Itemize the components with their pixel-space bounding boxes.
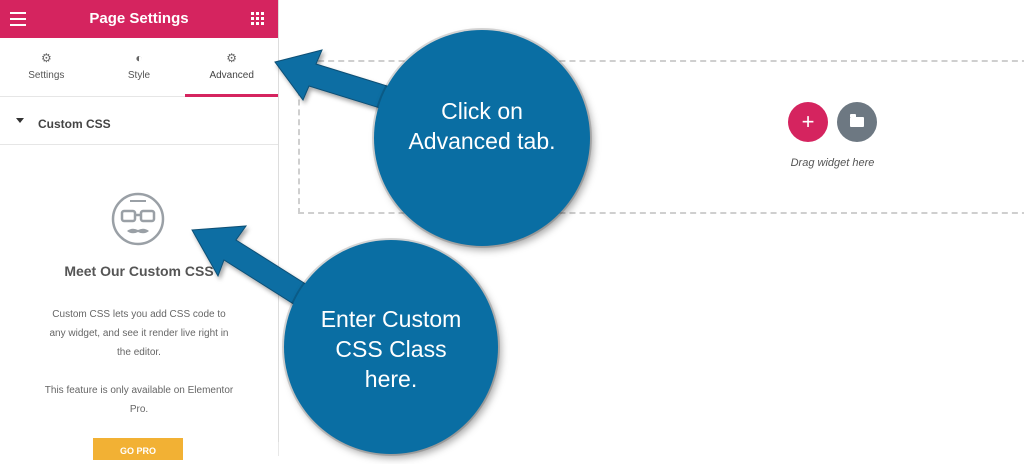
go-pro-button[interactable]: GO PRO (93, 438, 183, 460)
promo-headline: Meet Our Custom CSS (64, 263, 214, 279)
gear-icon: ⚙ (226, 51, 238, 65)
widget-dropzone[interactable] (298, 60, 1024, 214)
tab-advanced-label: Advanced (209, 70, 254, 81)
tab-settings[interactable]: ⚙ Settings (0, 38, 93, 96)
callout-1-line-2: Advanced tab. (408, 128, 556, 154)
settings-tabs: ⚙ Settings ◐ Style ⚙ Advanced (0, 38, 278, 97)
section-title: Custom CSS (38, 117, 111, 131)
callout-2-line-3: here. (364, 366, 418, 392)
tab-settings-label: Settings (28, 70, 65, 81)
callout-advanced-tab: Click on Advanced tab. (374, 30, 590, 246)
sidebar-header: Page Settings (0, 0, 278, 38)
nerd-face-icon (111, 192, 165, 246)
widgets-grid-icon[interactable] (251, 12, 264, 25)
page-title: Page Settings (89, 10, 189, 27)
promo-availability: This feature is only available on Elemen… (44, 385, 234, 415)
drag-widget-hint: Drag widget here (790, 157, 875, 169)
caret-down-icon (16, 118, 24, 123)
menu-icon[interactable] (10, 12, 26, 30)
add-template-button[interactable] (837, 102, 877, 142)
add-section-button[interactable]: + (788, 102, 828, 142)
tab-advanced[interactable]: ⚙ Advanced (185, 38, 278, 97)
contrast-icon: ◐ (135, 51, 143, 65)
promo-description: Custom CSS lets you add CSS code to any … (49, 309, 229, 358)
callout-2-line-1: Enter Custom (320, 306, 462, 332)
tab-style[interactable]: ◐ Style (93, 38, 186, 96)
gear-icon: ⚙ (40, 51, 52, 65)
callout-custom-css: Enter Custom CSS Class here. (284, 240, 498, 454)
custom-css-section-toggle[interactable]: Custom CSS (0, 98, 278, 145)
tab-style-label: Style (127, 70, 151, 81)
elementor-sidebar: Page Settings ⚙ Settings ◐ Style ⚙ Advan… (0, 0, 279, 460)
callout-1-line-1: Click on (441, 98, 523, 124)
folder-icon (850, 114, 864, 127)
callout-2-line-2: CSS Class (335, 336, 447, 362)
